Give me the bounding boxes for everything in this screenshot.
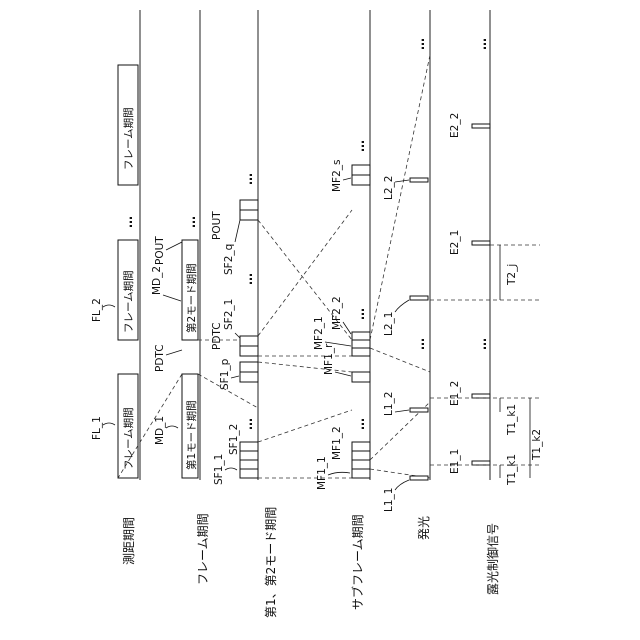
- row-label-ranging-period: 測距期間: [122, 517, 136, 565]
- fl1-label: FL_1: [91, 416, 103, 440]
- sf-block-1-1: [240, 469, 258, 478]
- mf1-1-label: MF1_1: [316, 456, 328, 490]
- mf-block-2-1b: [352, 340, 370, 348]
- l1-2-label: L1_2: [383, 392, 395, 416]
- row-label-subframe-period: サブフレーム期間: [350, 514, 365, 610]
- light-ellipsis-2: …: [413, 37, 427, 50]
- mode-ellipsis-3: …: [241, 172, 255, 185]
- mf-block-1-2: [352, 451, 370, 460]
- mf-block-1-r: [352, 372, 370, 382]
- mode-ellipsis-1: …: [241, 417, 255, 430]
- md1-label: MD_1: [154, 416, 166, 445]
- mf-block-2-s: [352, 175, 370, 185]
- l2-1-label: L2_1: [383, 312, 395, 336]
- mf2-2-label: MF2_2: [331, 296, 343, 330]
- row-label-exposure-control: 露光制御信号: [485, 523, 500, 595]
- md2-label: MD_2: [151, 266, 163, 295]
- fl2-label: FL_2: [91, 298, 103, 322]
- subframe-ellipsis-3: …: [353, 139, 367, 152]
- sf2-q-label: SF2_q: [223, 244, 235, 275]
- e2-1-label: E2_1: [449, 230, 461, 255]
- frame-label-3: フレーム期間: [123, 107, 135, 170]
- frame-label-2: フレーム期間: [123, 270, 135, 333]
- e1-2-label: E1_2: [449, 381, 461, 406]
- mf-block-1-1b: [352, 460, 370, 469]
- t1-k1-label-b: T1_k1: [506, 404, 518, 436]
- sf1-2-label: SF1_2: [228, 424, 240, 455]
- t1-k1-label-a: T1_k1: [506, 454, 518, 486]
- exposure-ellipsis-1: …: [475, 337, 489, 350]
- sf-block-2-1: [240, 346, 258, 356]
- sf-block-2-1b: [240, 336, 258, 346]
- exposure-pulse-1-1: [472, 461, 490, 465]
- mf-block-2-2: [352, 332, 370, 340]
- sf-block-1-p: [240, 372, 258, 382]
- mf-block-1-1: [352, 469, 370, 478]
- sf2-1-label: SF2_1: [223, 299, 235, 330]
- sf-block-1-2b: [240, 442, 258, 451]
- sf1-p-label: SF1_p: [219, 358, 231, 390]
- mf-block-2-sb: [352, 165, 370, 175]
- light-pulse-1-1: [410, 476, 428, 480]
- exposure-pulse-2-2: [472, 124, 490, 128]
- row-label-mode-period: 第1、第2モード期間: [264, 507, 278, 618]
- sf-block-1-1b: [240, 460, 258, 469]
- mode-label-2: 第2モード期間: [185, 263, 198, 333]
- e2-2-label: E2_2: [449, 113, 461, 138]
- light-pulse-1-2: [410, 408, 428, 412]
- sf-block-2-q: [240, 210, 258, 220]
- mf1-2-label: MF1_2: [331, 426, 343, 460]
- exposure-pulse-1-2: [472, 394, 490, 398]
- light-ellipsis-1: …: [413, 337, 427, 350]
- exposure-pulse-2-1: [472, 241, 490, 245]
- light-pulse-2-2: [410, 178, 428, 182]
- e1-1-label: E1_1: [449, 449, 461, 474]
- sf1-1-label: SF1_1: [213, 454, 225, 485]
- light-pulse-2-1: [410, 296, 428, 300]
- mf2-s-label: MF2_s: [331, 160, 343, 193]
- sf-block-2-qb: [240, 200, 258, 210]
- t2-j-label: T2_j: [506, 264, 518, 286]
- pdtc-label-b: PDTC: [211, 322, 223, 350]
- exposure-ellipsis-2: …: [475, 37, 489, 50]
- subframe-ellipsis-2: …: [353, 307, 367, 320]
- mf2-1-label: MF2_1: [313, 316, 325, 350]
- frame-ellipsis: …: [184, 215, 198, 228]
- l1-1-label: L1_1: [383, 488, 395, 512]
- subframe-ellipsis-1: …: [353, 417, 367, 430]
- sf-block-1-pb: [240, 362, 258, 372]
- l2-2-label: L2_2: [383, 176, 395, 200]
- ranging-ellipsis: …: [121, 215, 135, 228]
- pout-label-b: POUT: [211, 211, 223, 240]
- t1-k2-label: T1_k2: [531, 429, 543, 461]
- mf-block-2-1: [352, 348, 370, 356]
- sf-block-1-2: [240, 451, 258, 460]
- pout-label-a: POUT: [154, 236, 166, 265]
- mode-label-1: 第1モード期間: [185, 400, 198, 470]
- row-label-light-emission: 発光: [417, 516, 431, 540]
- pdtc-label-a: PDTC: [154, 344, 166, 372]
- row-label-frame-period: フレーム期間: [196, 513, 210, 585]
- mf-block-1-2b: [352, 442, 370, 451]
- mode-ellipsis-2: …: [241, 272, 255, 285]
